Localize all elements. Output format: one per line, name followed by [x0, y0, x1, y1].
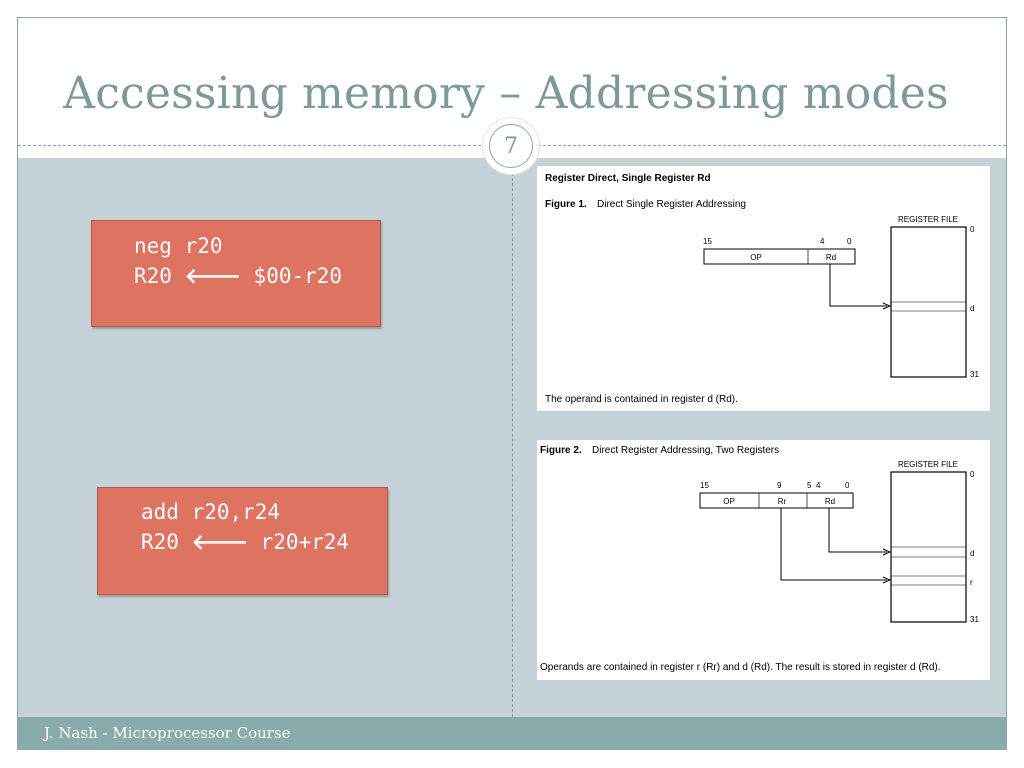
figure2-field-rr: Rr	[778, 497, 787, 506]
figure1-bit-15: 15	[703, 237, 712, 246]
code-line-instruction: add r20,r24	[141, 500, 281, 524]
figure2-bit-5: 5	[807, 481, 812, 490]
code-line-operation: R20 🡐 $00-r20	[134, 264, 343, 288]
code-box-neg: neg r20 R20 🡐 $00-r20	[91, 220, 381, 327]
code-box-add: add r20,r24 R20 🡐 r20+r24	[97, 487, 388, 595]
footer: J. Nash - Microprocessor Course	[18, 717, 1006, 750]
code-line-instruction: neg r20	[134, 234, 223, 258]
figure1-bit-4: 4	[820, 237, 825, 246]
figure1-arrowhead-icon	[882, 302, 892, 310]
figure1-reg-bottom-label: 31	[970, 370, 979, 379]
figure2-bit-9: 9	[777, 481, 782, 490]
figure2-register-file-label: REGISTER FILE	[898, 460, 958, 469]
figure1-caption-label: Figure 1.	[545, 199, 587, 210]
slide-title: Accessing memory – Addressing modes	[63, 68, 949, 119]
figure2-caption-text: Direct Register Addressing, Two Register…	[592, 445, 779, 456]
figure2-field-op: OP	[723, 497, 735, 506]
figure2-reg-top-label: 0	[970, 470, 975, 479]
figure2-bit-15: 15	[700, 481, 709, 490]
figure2-bit-4: 4	[816, 481, 821, 490]
figure1-instruction-word	[703, 248, 856, 265]
figure1-rd-arrow	[829, 264, 887, 307]
figure2-field-rd: Rd	[825, 497, 835, 506]
figure1-caption-text: Direct Single Register Addressing	[597, 199, 746, 210]
page-number: 7	[489, 124, 533, 168]
figure1-reg-top-label: 0	[970, 225, 975, 234]
figure1-panel: Register Direct, Single Register Rd Figu…	[537, 166, 990, 411]
figure2-reg-bottom-label: 31	[970, 615, 979, 624]
figure2-rr-arrow	[780, 508, 887, 581]
page-number-badge: 7	[483, 118, 539, 174]
figure2-instruction-word	[699, 492, 854, 509]
figure2-bit-0: 0	[845, 481, 850, 490]
title-area: Accessing memory – Addressing modes	[18, 18, 1006, 144]
left-arrow-icon: 🡐	[191, 530, 248, 554]
column-divider	[512, 158, 513, 717]
figure1-register-file-label: REGISTER FILE	[898, 215, 958, 224]
figure2-panel: Figure 2. Direct Register Addressing, Tw…	[537, 440, 990, 680]
figure1-reg-d-label: d	[970, 304, 974, 313]
figure1-field-op: OP	[750, 253, 762, 262]
figure1-bit-0: 0	[847, 237, 852, 246]
slide: Accessing memory – Addressing modes 7 ne…	[17, 17, 1007, 750]
figure1-description: The operand is contained in register d (…	[545, 394, 738, 405]
footer-text: J. Nash - Microprocessor Course	[44, 724, 291, 742]
figure2-description: Operands are contained in register r (Rr…	[540, 662, 941, 673]
figure2-arrowhead-r-icon	[882, 576, 892, 584]
figure2-diagram: Figure 2. Direct Register Addressing, Tw…	[540, 445, 979, 673]
figure1-diagram: Register Direct, Single Register Rd Figu…	[545, 173, 979, 405]
figure2-reg-d-label: d	[970, 549, 974, 558]
figure2-caption-label: Figure 2.	[540, 445, 582, 456]
figure2-rd-arrow	[828, 508, 887, 553]
code-line-operation: R20 🡐 r20+r24	[141, 530, 350, 554]
figure2-reg-r-label: r	[970, 578, 973, 587]
figure1-section-title: Register Direct, Single Register Rd	[545, 173, 711, 184]
left-arrow-icon: 🡐	[184, 264, 241, 288]
figure2-arrowhead-d-icon	[882, 548, 892, 556]
figure1-field-rd: Rd	[826, 253, 836, 262]
